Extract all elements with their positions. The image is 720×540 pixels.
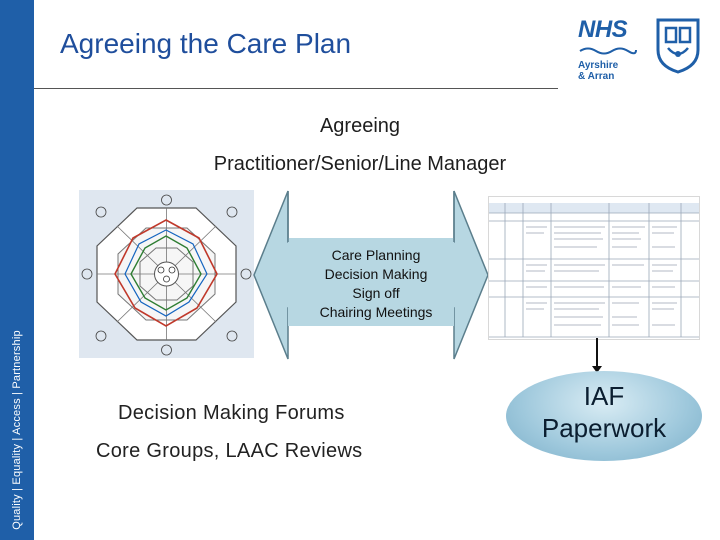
heading-agreeing: Agreeing xyxy=(319,115,401,137)
nhs-logo-line1: Ayrshire xyxy=(578,60,619,71)
forums-line-1: Decision Making Forums xyxy=(118,402,345,424)
sidebar-values-text: Quality | Equality | Access | Partnershi… xyxy=(11,330,23,530)
wellbeing-wheel-icon xyxy=(79,190,254,358)
iaf-label-line1: IAF xyxy=(583,381,625,411)
care-plan-document-icon xyxy=(488,196,700,340)
arrow-label-line: Care Planning xyxy=(331,247,421,263)
arrow-label-line: Decision Making xyxy=(324,266,428,282)
forums-line-2: Core Groups, LAAC Reviews xyxy=(96,440,363,462)
nhs-logo: NHS Ayrshire & Arran xyxy=(578,18,638,82)
nhs-wave-icon xyxy=(579,47,637,55)
heading-roles: Practitioner/Senior/Line Manager xyxy=(213,153,507,175)
arrow-label-line: Chairing Meetings xyxy=(319,304,433,320)
connector-line xyxy=(596,338,598,370)
connector-arrowhead xyxy=(592,366,602,373)
page-title: Agreeing the Care Plan xyxy=(60,28,352,59)
nhs-logo-text: NHS xyxy=(578,16,628,43)
nhs-logo-line2: & Arran xyxy=(578,71,615,82)
title-divider xyxy=(34,88,558,89)
iaf-label-line2: Paperwork xyxy=(541,413,667,443)
iaf-label: IAF Paperwork xyxy=(506,380,702,444)
sidebar-band: Quality | Equality | Access | Partnershi… xyxy=(0,0,34,540)
iaf-oval xyxy=(506,371,702,461)
double-arrow-shape xyxy=(253,190,489,360)
ayrshire-arran-crest-icon xyxy=(656,18,700,74)
arrow-label: Care Planning Decision Making Sign off C… xyxy=(290,246,462,322)
arrow-label-line: Sign off xyxy=(352,285,400,301)
